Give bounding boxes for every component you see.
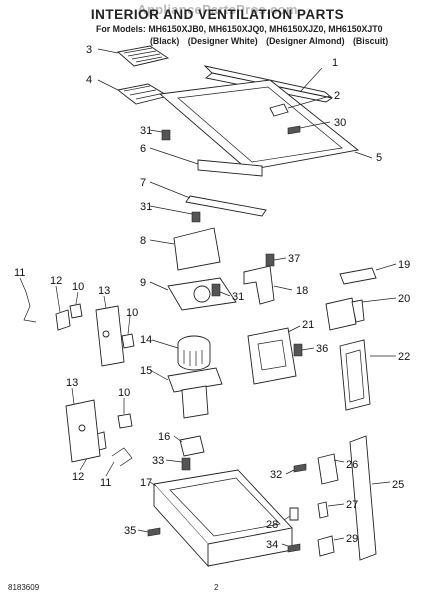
callout-10c: 10 bbox=[118, 387, 130, 399]
part-36-screw bbox=[293, 343, 315, 357]
callout-29: 29 bbox=[346, 533, 358, 545]
callout-35: 35 bbox=[124, 525, 136, 537]
callout-28: 28 bbox=[266, 519, 278, 531]
part-14-blower-wheel bbox=[151, 335, 211, 371]
part-6-light-lens bbox=[149, 147, 263, 177]
part-31-screw-upper bbox=[149, 129, 171, 141]
callout-11b: 11 bbox=[100, 477, 111, 489]
part-10-actuator-mid bbox=[121, 315, 135, 349]
callout-33: 33 bbox=[152, 455, 164, 467]
callout-6: 6 bbox=[140, 143, 146, 155]
part-3-charcoal-filter bbox=[97, 45, 170, 67]
callout-14: 14 bbox=[140, 334, 152, 346]
callout-4: 4 bbox=[86, 74, 92, 86]
part-29-roller bbox=[317, 535, 345, 557]
part-16-thermal-cutout bbox=[173, 435, 205, 457]
callout-9: 9 bbox=[140, 277, 146, 289]
callout-7: 7 bbox=[140, 177, 146, 189]
part-11-wire-harness-lower bbox=[105, 447, 133, 477]
callout-37: 37 bbox=[288, 253, 300, 265]
part-8-fan-bracket bbox=[149, 227, 221, 271]
color-designer-white: (Designer White) bbox=[187, 36, 258, 46]
models-prefix: For Models: bbox=[96, 24, 146, 34]
model-list: For Models: MH6150XJB0, MH6150XJQ0, MH61… bbox=[96, 24, 383, 34]
callout-21: 21 bbox=[302, 319, 314, 331]
color-variants: (Black) (Designer White) (Designer Almon… bbox=[150, 36, 394, 46]
callout-27: 27 bbox=[346, 499, 358, 511]
part-20-terminal-block bbox=[325, 297, 397, 331]
callout-3: 3 bbox=[86, 44, 92, 56]
callout-13a: 13 bbox=[98, 285, 110, 297]
callout-12b: 12 bbox=[72, 471, 84, 483]
callout-8: 8 bbox=[140, 235, 146, 247]
color-biscuit: (Biscuit) bbox=[352, 36, 389, 46]
color-designer-almond: (Designer Almond) bbox=[266, 36, 345, 46]
callout-labels: 1 2 3 4 5 6 7 8 9 10 10 10 11 11 12 12 1… bbox=[14, 44, 410, 551]
callout-10a: 10 bbox=[72, 281, 84, 293]
document-number: 8183609 bbox=[8, 583, 40, 592]
part-30-screw bbox=[287, 121, 331, 135]
part-11-wire-harness-upper bbox=[19, 277, 37, 323]
callout-10b: 10 bbox=[126, 307, 138, 319]
part-4-grease-filter bbox=[97, 79, 170, 105]
callout-31c: 31 bbox=[232, 291, 244, 303]
callout-25: 25 bbox=[392, 479, 404, 491]
callout-36: 36 bbox=[316, 343, 328, 355]
callout-1: 1 bbox=[332, 57, 338, 69]
callout-26: 26 bbox=[346, 459, 358, 471]
part-13-switch-bracket-upper bbox=[95, 295, 125, 367]
callout-34: 34 bbox=[266, 539, 278, 551]
callout-5: 5 bbox=[376, 152, 382, 164]
part-37-screw bbox=[265, 253, 287, 267]
part-5-vent-tray bbox=[158, 79, 373, 171]
callout-32: 32 bbox=[270, 469, 282, 481]
part-12-interlock-switch-upper bbox=[55, 285, 71, 331]
part-7-filter-rail bbox=[149, 181, 267, 217]
callout-20: 20 bbox=[398, 293, 410, 305]
models-value: MH6150XJB0, MH6150XJQ0, MH6150XJZ0, MH61… bbox=[148, 24, 383, 34]
part-21-transformer bbox=[247, 325, 301, 385]
part-13-switch-bracket-lower bbox=[65, 387, 101, 463]
watermark: AppliancePartsPros.com bbox=[137, 2, 298, 17]
part-18-switch-bracket bbox=[243, 265, 293, 305]
callout-22: 22 bbox=[398, 351, 410, 363]
part-9-blower-plate bbox=[149, 277, 237, 311]
part-2-damper-assembly bbox=[269, 95, 331, 117]
part-27-clip bbox=[317, 501, 345, 519]
part-34-screw bbox=[281, 543, 301, 553]
part-31-screw-mid bbox=[211, 283, 231, 297]
part-15-blower-motor bbox=[149, 367, 223, 419]
callout-19: 19 bbox=[398, 259, 410, 271]
callout-31a: 31 bbox=[140, 125, 152, 137]
part-19-cord bbox=[339, 263, 397, 285]
callout-31b: 31 bbox=[140, 201, 152, 213]
part-17-base-plate bbox=[149, 469, 293, 568]
callout-2: 2 bbox=[334, 90, 340, 102]
callout-11a: 11 bbox=[14, 267, 25, 279]
part-10-actuator-lower bbox=[117, 398, 133, 429]
callout-15: 15 bbox=[140, 365, 152, 377]
part-35-screw bbox=[137, 527, 161, 537]
callout-18: 18 bbox=[296, 285, 308, 297]
callout-16: 16 bbox=[158, 431, 170, 443]
color-black: (Black) bbox=[150, 36, 180, 46]
part-33-screw bbox=[165, 457, 191, 471]
part-26-door-latch bbox=[317, 453, 345, 485]
part-10-actuator-upper bbox=[69, 291, 83, 319]
callout-17: 17 bbox=[140, 477, 152, 489]
callout-13b: 13 bbox=[66, 377, 78, 389]
callout-30: 30 bbox=[334, 117, 346, 129]
part-31-screw-lower bbox=[149, 205, 201, 223]
callout-12a: 12 bbox=[50, 275, 62, 287]
part-32-screw bbox=[285, 463, 307, 475]
page-number: 2 bbox=[214, 583, 219, 592]
part-22-control-panel bbox=[339, 339, 396, 411]
part-28-spacer bbox=[283, 507, 299, 521]
part-25-side-panel bbox=[349, 435, 391, 561]
page-title: INTERIOR AND VENTILATION PARTS bbox=[90, 7, 345, 22]
